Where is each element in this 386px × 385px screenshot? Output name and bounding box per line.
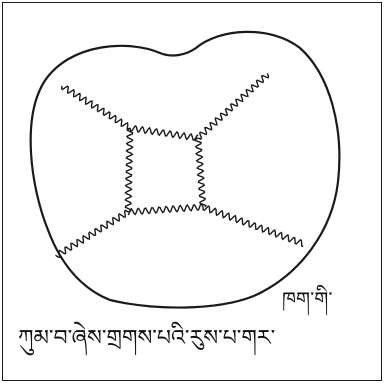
suture-top xyxy=(130,126,198,140)
suture-lower-right xyxy=(203,206,303,246)
suture-upper-right xyxy=(198,73,269,139)
skull-outline xyxy=(31,32,340,308)
suture-lower-left xyxy=(55,210,128,257)
suture-bottom xyxy=(128,204,203,215)
suture-upper-left xyxy=(62,86,130,130)
suture-right xyxy=(195,138,205,207)
figure-caption: ཀུམ་བ་ཞེས་གྲགས་པའི་རུས་པ་གར་ xyxy=(18,313,374,375)
suture-left xyxy=(125,128,132,212)
suture-lines xyxy=(55,73,303,257)
